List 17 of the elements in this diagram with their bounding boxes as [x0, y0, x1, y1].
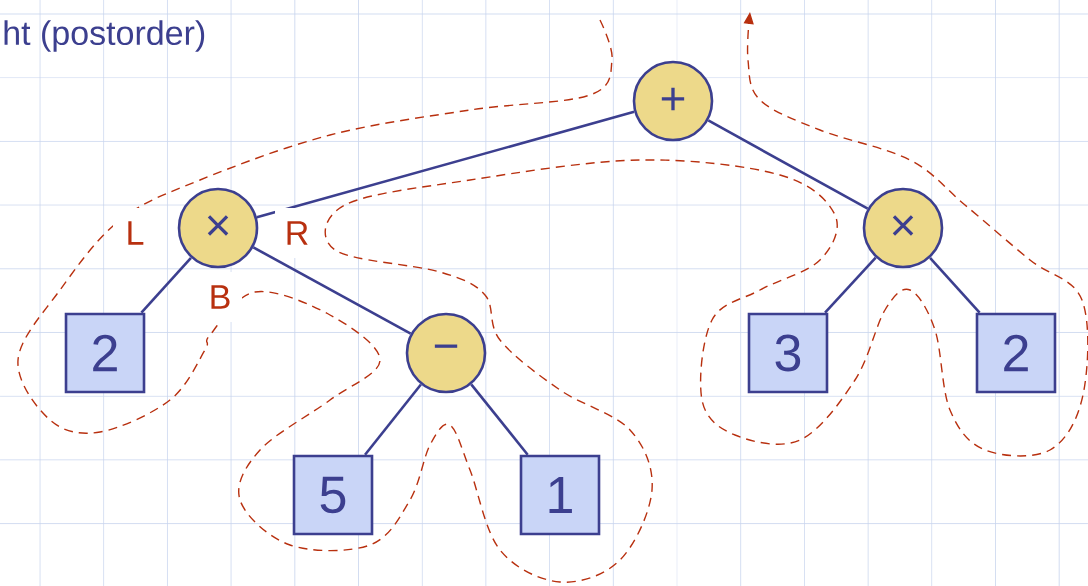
- number-box: 2: [64, 312, 146, 394]
- tree-edge: [256, 110, 635, 219]
- tree-edge: [470, 383, 529, 456]
- number-box: 2: [975, 312, 1057, 394]
- direction-label: B: [198, 272, 242, 322]
- tree-edge: [364, 383, 422, 456]
- number-box: 5: [292, 454, 374, 536]
- number-box: 3: [747, 312, 829, 394]
- tree-edge: [140, 257, 192, 314]
- tree-edge: [824, 256, 877, 314]
- tree-edge: [707, 119, 869, 210]
- tree-edge: [252, 246, 412, 335]
- direction-label: R: [275, 208, 319, 258]
- title: ht (postorder): [4, 20, 205, 52]
- tree-edge: [929, 257, 981, 314]
- number-box: 1: [519, 454, 601, 536]
- direction-label: L: [113, 208, 157, 258]
